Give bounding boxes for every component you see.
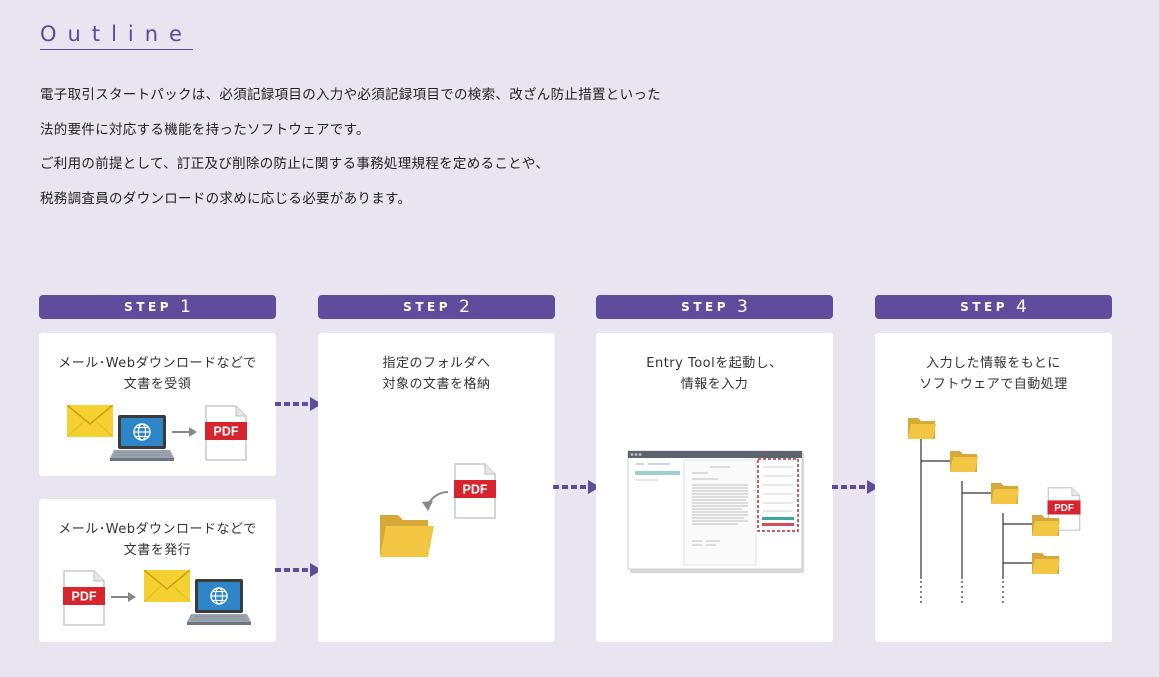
issue-caption: メール･Webダウンロードなどで 文書を発行 (39, 519, 276, 561)
folder-icon-level-3 (991, 483, 1019, 504)
folder-icon-sibling (1032, 553, 1060, 574)
outline-description: 電子取引スタートパックは、必須記録項目の入力や必須記録項目での検索、改ざん防止措… (40, 78, 800, 216)
mail-envelope-icon (67, 405, 113, 437)
laptop-globe-icon (110, 415, 174, 461)
description-line-2: 法的要件に対応する機能を持ったソフトウェアです。 (40, 121, 370, 138)
entry-tool-window-icon (627, 450, 804, 573)
gray-arrow-icon (172, 426, 198, 438)
step-number: 2 (459, 297, 470, 317)
step-2-caption-line-1: 指定のフォルダへ (382, 356, 491, 371)
curved-arrow-icon (422, 491, 449, 511)
step-number: 4 (1016, 297, 1027, 317)
folder-tree-icon (905, 413, 1085, 605)
step-3-caption-line-2: 情報を入力 (680, 377, 749, 392)
step-2-caption: 指定のフォルダへ 対象の文書を格納 (318, 353, 555, 395)
description-line-3: ご利用の前提として、訂正及び削除の防止に関する事務処理規程を定めることや、 (40, 156, 550, 172)
step-number: 3 (737, 297, 748, 317)
flow-arrow-receive-to-step2 (275, 397, 323, 411)
gray-arrow-icon (111, 591, 137, 603)
receive-caption-line-1: メール･Webダウンロードなどで (58, 356, 257, 371)
step-4-card: 入力した情報をもとに ソフトウェアで自動処理 (875, 333, 1112, 642)
step-2-header: STEP 2 (318, 295, 555, 319)
mail-envelope-icon (144, 570, 190, 602)
step-4-header: STEP 4 (875, 295, 1112, 319)
step-3-caption: Entry Toolを起動し、 情報を入力 (596, 353, 833, 395)
description-line-4: 税務調査員のダウンロードの求めに応じる必要があります。 (40, 190, 412, 207)
step-3-header: STEP 3 (596, 295, 833, 319)
receive-caption: メール･Webダウンロードなどで 文書を受領 (39, 353, 276, 395)
pdf-document-icon (63, 570, 105, 626)
folder-icon-level-2 (950, 451, 978, 472)
step-1-header: STEP 1 (39, 295, 276, 319)
folder-icon-pdf-target (1032, 515, 1060, 536)
flow-arrow-issue-to-step2 (275, 563, 323, 577)
laptop-globe-icon (187, 579, 251, 625)
step-3-card: Entry Toolを起動し、 情報を入力 (596, 333, 833, 642)
outline-heading: Outline (40, 22, 193, 50)
step-4-caption-line-1: 入力した情報をもとに (926, 356, 1061, 371)
step-word: STEP (681, 300, 729, 314)
step-4-caption: 入力した情報をもとに ソフトウェアで自動処理 (875, 353, 1112, 395)
step-word: STEP (124, 300, 172, 314)
receive-caption-line-2: 文書を受領 (123, 377, 192, 392)
step-1-receive-card: メール･Webダウンロードなどで 文書を受領 (39, 333, 276, 476)
folder-icon-level-1 (908, 418, 936, 439)
step-2-card: 指定のフォルダへ 対象の文書を格納 (318, 333, 555, 642)
pdf-document-icon (454, 463, 496, 519)
step-2-caption-line-2: 対象の文書を格納 (382, 377, 491, 392)
issue-caption-line-1: メール･Webダウンロードなどで (58, 522, 257, 537)
issue-caption-line-2: 文書を発行 (123, 543, 192, 558)
step-3-caption-line-1: Entry Toolを起動し、 (646, 356, 783, 371)
step-1-issue-card: メール･Webダウンロードなどで 文書を発行 (39, 499, 276, 642)
step-word: STEP (403, 300, 451, 314)
step-4-caption-line-2: ソフトウェアで自動処理 (919, 377, 1068, 392)
flow-arrow-step3-to-step4 (832, 480, 880, 494)
description-line-1: 電子取引スタートパックは、必須記録項目の入力や必須記録項目での検索、改ざん防止措… (40, 87, 661, 103)
step-number: 1 (180, 297, 191, 317)
pdf-document-icon (205, 405, 247, 461)
step-word: STEP (960, 300, 1008, 314)
flow-arrow-step2-to-step3 (553, 480, 601, 494)
folder-icon (378, 509, 436, 559)
